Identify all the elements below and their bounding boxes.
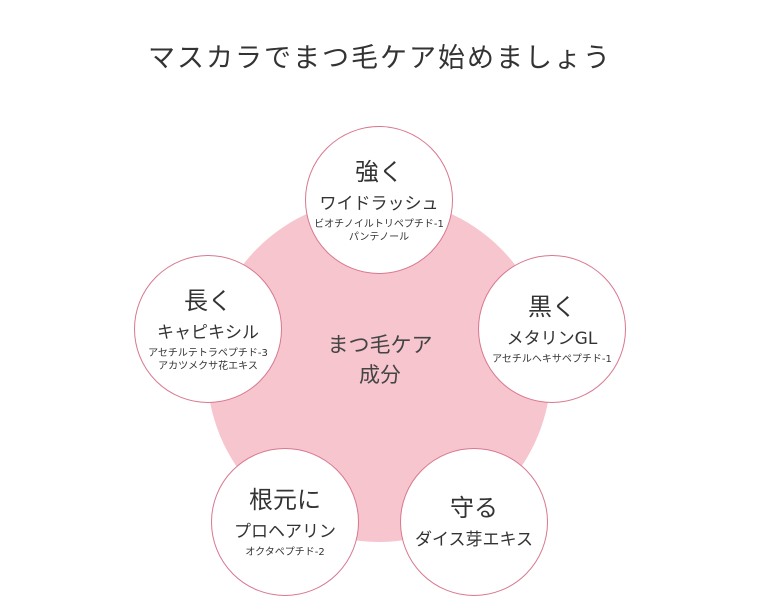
node-black-head: 黒く xyxy=(528,293,576,321)
page-title: マスカラでまつ毛ケア始めましょう xyxy=(148,43,612,74)
node-long-head: 長く xyxy=(184,286,232,315)
node-protect-head: 守る xyxy=(450,494,498,522)
node-root-head: 根元に xyxy=(249,486,321,514)
node-long-sub: アセチルテトラペプチド-3 アカツメクサ花エキス xyxy=(148,347,268,373)
node-protect-ingredient: ダイス芽エキス xyxy=(415,530,533,550)
center-label: まつ毛ケア 成分 xyxy=(300,330,460,390)
node-strong-head: 強く xyxy=(355,157,403,186)
node-strong-ingredient: ワイドラッシュ xyxy=(319,193,439,214)
center-label-line2: 成分 xyxy=(359,363,401,387)
node-black: 黒く メタリンGL アセチルヘキサペプチド-1 xyxy=(478,255,626,403)
node-protect: 守る ダイス芽エキス xyxy=(400,448,548,596)
node-root-sub-1: オクタペプチド-2 xyxy=(245,547,325,558)
node-long: 長く キャピキシル アセチルテトラペプチド-3 アカツメクサ花エキス xyxy=(134,255,282,403)
node-long-ingredient: キャピキシル xyxy=(157,322,259,343)
center-label-line1: まつ毛ケア xyxy=(327,333,433,357)
node-strong-sub: ビオチノイルトリペプチド-1 パンテノール xyxy=(314,218,444,244)
node-root: 根元に プロヘアリン オクタペプチド-2 xyxy=(211,448,359,596)
node-long-sub-2: アカツメクサ花エキス xyxy=(158,360,258,372)
node-root-sub: オクタペプチド-2 xyxy=(245,546,324,559)
node-strong-sub-1: ビオチノイルトリペプチド-1 xyxy=(314,218,444,230)
node-black-ingredient: メタリンGL xyxy=(506,329,598,349)
node-root-ingredient: プロヘアリン xyxy=(234,522,336,542)
node-strong-sub-2: パンテノール xyxy=(348,231,410,243)
node-strong: 強く ワイドラッシュ ビオチノイルトリペプチド-1 パンテノール xyxy=(305,126,453,274)
node-black-sub-1: アセチルヘキサペプチド-1 xyxy=(492,354,612,365)
node-long-sub-1: アセチルテトラペプチド-3 xyxy=(148,347,268,359)
node-black-sub: アセチルヘキサペプチド-1 xyxy=(492,353,612,366)
